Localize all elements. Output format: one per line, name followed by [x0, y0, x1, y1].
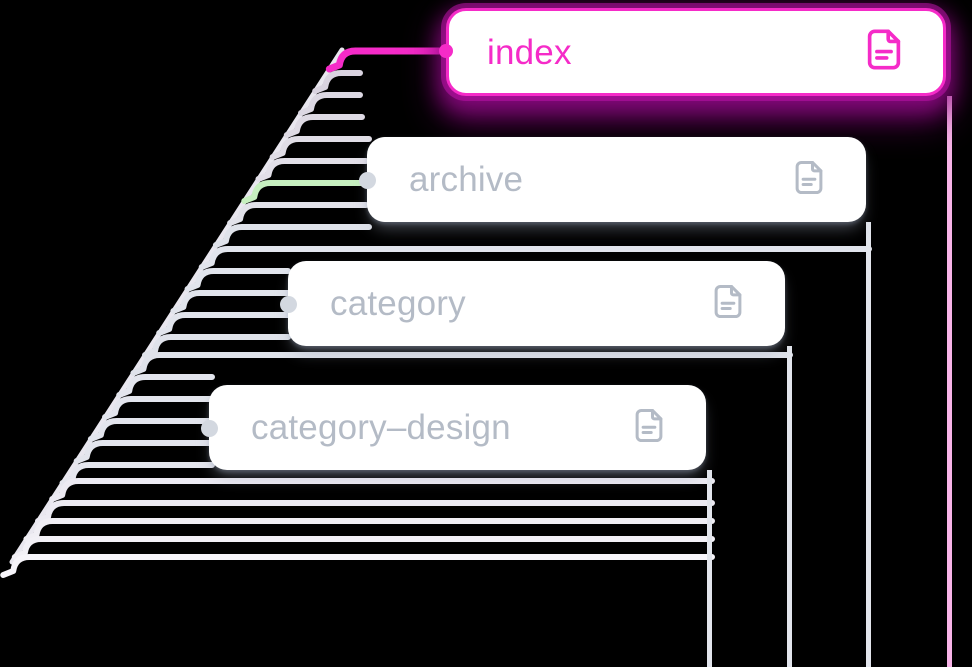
connector-line	[241, 180, 369, 204]
document-icon[interactable]	[709, 282, 747, 325]
connector-line	[269, 136, 372, 160]
node-card-label: category	[330, 284, 466, 323]
connector-line	[170, 290, 291, 314]
node-connector-dot-category	[279, 295, 297, 313]
connector-line	[198, 246, 872, 270]
connector-line	[87, 418, 215, 442]
node-card-index[interactable]: index	[446, 8, 946, 96]
connector-line	[212, 224, 372, 248]
connector-line	[23, 518, 715, 542]
connector-line	[102, 396, 215, 420]
document-icon[interactable]	[790, 158, 828, 201]
descender-line-category-design	[707, 470, 712, 667]
node-card-category[interactable]: category	[288, 261, 785, 346]
descender-line-archive	[866, 222, 871, 667]
descender-line-category	[787, 346, 792, 667]
node-card-label: index	[487, 32, 572, 72]
node-connector-dot-archive	[358, 171, 376, 189]
connector-line	[49, 478, 715, 502]
connector-line	[73, 440, 215, 464]
connector-line	[184, 268, 291, 292]
connector-line	[0, 554, 715, 578]
connector-line	[142, 334, 291, 358]
node-card-label: category–design	[251, 408, 511, 447]
connector-line	[227, 202, 369, 226]
node-card-archive[interactable]: archive	[367, 137, 866, 222]
connector-line	[312, 70, 363, 94]
connector-line	[283, 114, 365, 138]
descender-line-index	[947, 96, 952, 667]
document-icon[interactable]	[861, 27, 907, 78]
node-card-label: archive	[409, 160, 524, 199]
connector-line	[156, 312, 291, 336]
connector-line	[116, 374, 215, 398]
connector-line	[11, 536, 715, 560]
connector-line	[35, 500, 715, 524]
node-connector-dot-category-design	[200, 419, 218, 437]
connector-line-active	[325, 47, 450, 73]
document-icon[interactable]	[630, 406, 668, 449]
node-connector-dot-index	[439, 44, 453, 58]
node-card-category-design[interactable]: category–design	[209, 385, 706, 470]
connector-line	[255, 158, 369, 182]
connector-line	[130, 352, 793, 376]
connector-line	[297, 92, 363, 116]
